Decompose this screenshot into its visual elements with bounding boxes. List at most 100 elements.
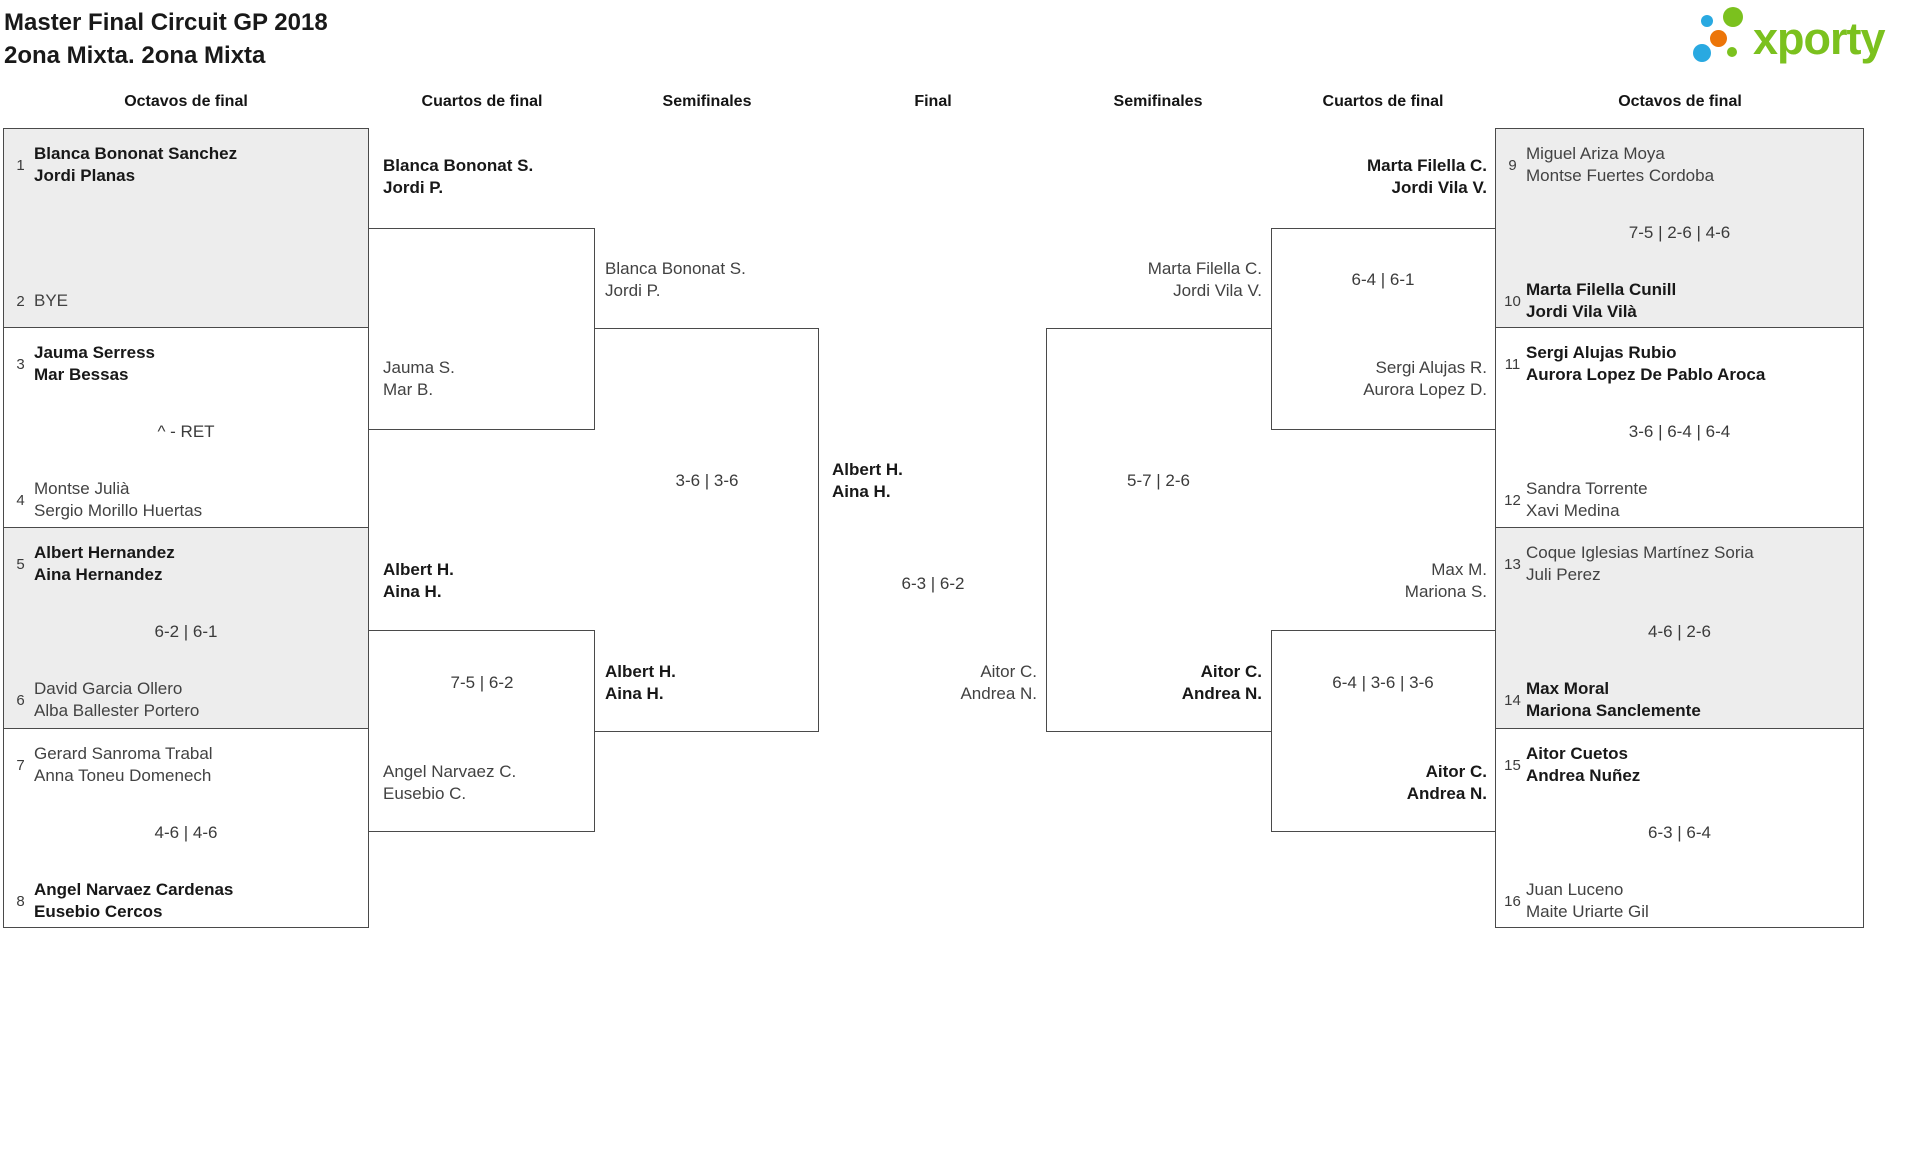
team-slot: 10 Marta Filella Cunill Jordi Vila Vilà xyxy=(1499,278,1860,324)
round-header-semis-right: Semifinales xyxy=(1113,93,1203,110)
team-slot: 3 Jauma Serress Mar Bessas xyxy=(7,341,365,387)
team-name-line: Andrea N. xyxy=(1181,684,1262,703)
team-name-line: Blanca Bononat S. xyxy=(605,259,746,278)
team-name-line: Juan Luceno xyxy=(1526,880,1624,899)
team-slot: 6 David Garcia Ollero Alba Ballester Por… xyxy=(7,677,365,723)
match-box-octavos-right-2: 11 Sergi Alujas Rubio Aurora Lopez De Pa… xyxy=(1495,327,1864,528)
bracket-box-quarter-left-2 xyxy=(369,630,595,832)
match-box-octavos-right-4: 15 Aitor Cuetos Andrea Nuñez 6-3 | 6-4 1… xyxy=(1495,728,1864,928)
seed-number: 7 xyxy=(16,756,25,774)
team-name-line: Gerard Sanroma Trabal xyxy=(34,744,213,763)
round-header-semis-left: Semifinales xyxy=(662,93,752,110)
team-name-line: Aina Hernandez xyxy=(34,565,163,584)
seed-number: 1 xyxy=(16,156,25,174)
team-name-line: Aitor C. xyxy=(980,662,1037,681)
seed-number: 10 xyxy=(1504,292,1521,310)
team-name-line: Aitor C. xyxy=(1200,662,1262,681)
quarter-left-score-2: 7-5 | 6-2 xyxy=(450,673,514,692)
team-name-line: Maite Uriarte Gil xyxy=(1526,902,1649,921)
seed-number: 6 xyxy=(16,691,25,709)
logo-dot-green-large xyxy=(1723,7,1743,27)
team-names: BYE xyxy=(34,290,68,312)
match-score: ^ - RET xyxy=(157,422,215,441)
round-header-octavos-right: Octavos de final xyxy=(1618,93,1742,110)
team-name-line: Sergi Alujas Rubio xyxy=(1526,343,1677,362)
seed-number: 15 xyxy=(1504,756,1521,774)
team-name-line: Aitor C. xyxy=(1425,762,1487,781)
team-name-line: Max M. xyxy=(1431,560,1487,579)
semi-left-label-bottom: Albert H. Aina H. xyxy=(605,661,676,705)
team-slot: 13 Coque Iglesias Martínez Soria Juli Pe… xyxy=(1499,541,1860,587)
team-name-line: Miguel Ariza Moya xyxy=(1526,144,1665,163)
match-score: 6-3 | 6-4 xyxy=(1647,823,1711,842)
seed-number: 4 xyxy=(16,491,25,509)
team-name-line: Montse Julià xyxy=(34,479,130,498)
team-names: Gerard Sanroma Trabal Anna Toneu Domenec… xyxy=(34,743,213,787)
team-name-line: Angel Narvaez C. xyxy=(383,762,517,781)
seed-number: 11 xyxy=(1504,355,1521,373)
seed-number: 2 xyxy=(16,292,25,310)
team-name-line: Mar Bessas xyxy=(34,365,129,384)
seed-number: 9 xyxy=(1508,156,1517,174)
logo-dot-green-small xyxy=(1727,47,1737,57)
team-name-line: Jordi P. xyxy=(605,281,661,300)
team-name-line: Aurora Lopez De Pablo Aroca xyxy=(1526,365,1766,384)
team-names: Coque Iglesias Martínez Soria Juli Perez xyxy=(1526,542,1754,586)
quarter-right-score-2: 6-4 | 3-6 | 3-6 xyxy=(1332,673,1434,692)
tournament-title-line2: 2ona Mixta. 2ona Mixta xyxy=(4,42,266,69)
team-name-line: Jordi Vila V. xyxy=(1391,178,1487,197)
semi-left-score: 3-6 | 3-6 xyxy=(675,471,739,490)
match-score: 6-2 | 6-1 xyxy=(154,622,218,641)
team-slot: 8 Angel Narvaez Cardenas Eusebio Cercos xyxy=(7,878,365,924)
quarter-right-label-3: Max M. Mariona S. xyxy=(1405,559,1487,603)
quarter-left-label-3: Albert H. Aina H. xyxy=(383,559,454,603)
team-name-line: Montse Fuertes Cordoba xyxy=(1526,166,1715,185)
team-name-line: Eusebio C. xyxy=(383,784,467,803)
team-names: Jauma Serress Mar Bessas xyxy=(34,342,155,386)
team-name-line: Aina H. xyxy=(383,582,442,601)
team-names: David Garcia Ollero Alba Ballester Porte… xyxy=(34,678,199,722)
quarter-right-label-2: Sergi Alujas R. Aurora Lopez D. xyxy=(1363,357,1487,401)
bracket-box-quarter-left-1 xyxy=(369,228,595,430)
match-score: 7-5 | 2-6 | 4-6 xyxy=(1628,223,1731,242)
semi-right-label-top: Marta Filella C. Jordi Vila V. xyxy=(1148,258,1262,302)
team-name-line: Xavi Medina xyxy=(1526,501,1620,520)
team-name-line: Max Moral xyxy=(1526,679,1610,698)
team-slot: 14 Max Moral Mariona Sanclemente xyxy=(1499,677,1860,723)
team-name-line: Blanca Bononat Sanchez xyxy=(34,144,238,163)
team-name-line: Albert Hernandez xyxy=(34,543,175,562)
final-runner-up-label: Aitor C. Andrea N. xyxy=(960,661,1037,705)
bracket-box-quarter-right-2 xyxy=(1271,630,1495,832)
logo-dot-blue-large xyxy=(1693,44,1711,62)
team-slot: 12 Sandra Torrente Xavi Medina xyxy=(1499,477,1860,523)
final-winner-label: Albert H. Aina H. xyxy=(832,459,903,503)
team-slot: 2 BYE xyxy=(7,278,365,324)
team-name-line: Albert H. xyxy=(605,662,676,681)
quarter-right-label-1: Marta Filella C. Jordi Vila V. xyxy=(1367,155,1487,199)
team-names: Juan Luceno Maite Uriarte Gil xyxy=(1526,879,1649,923)
team-names: Blanca Bononat Sanchez Jordi Planas xyxy=(34,143,237,187)
team-name-line: Jordi Planas xyxy=(34,166,136,185)
match-box-octavos-right-1: 9 Miguel Ariza Moya Montse Fuertes Cordo… xyxy=(1495,128,1864,328)
team-name-line: Anna Toneu Domenech xyxy=(34,766,212,785)
bracket-box-quarter-right-1 xyxy=(1271,228,1495,430)
team-name-line: Alba Ballester Portero xyxy=(34,701,200,720)
quarter-left-label-2: Jauma S. Mar B. xyxy=(383,357,455,401)
team-name-line: Mariona Sanclemente xyxy=(1526,701,1701,720)
round-header-cuartos-left: Cuartos de final xyxy=(421,93,543,110)
team-name-line: Aitor Cuetos xyxy=(1526,744,1628,763)
team-name-line: Sergi Alujas R. xyxy=(1375,358,1488,377)
round-header-cuartos-right: Cuartos de final xyxy=(1322,93,1444,110)
team-name-line: Andrea N. xyxy=(960,684,1037,703)
logo-dot-orange xyxy=(1710,30,1727,47)
semi-right-label-bottom: Aitor C. Andrea N. xyxy=(1182,661,1262,705)
round-header-final: Final xyxy=(914,93,952,110)
team-name-line: Aurora Lopez D. xyxy=(1363,380,1487,399)
final-score: 6-3 | 6-2 xyxy=(901,574,965,593)
team-names: Max Moral Mariona Sanclemente xyxy=(1526,678,1701,722)
team-name-line: Albert H. xyxy=(383,560,454,579)
team-slot: 7 Gerard Sanroma Trabal Anna Toneu Domen… xyxy=(7,742,365,788)
quarter-left-label-4: Angel Narvaez C. Eusebio C. xyxy=(383,761,516,805)
team-name-line: Jauma Serress xyxy=(34,343,155,362)
team-name-line: Blanca Bononat S. xyxy=(383,156,534,175)
